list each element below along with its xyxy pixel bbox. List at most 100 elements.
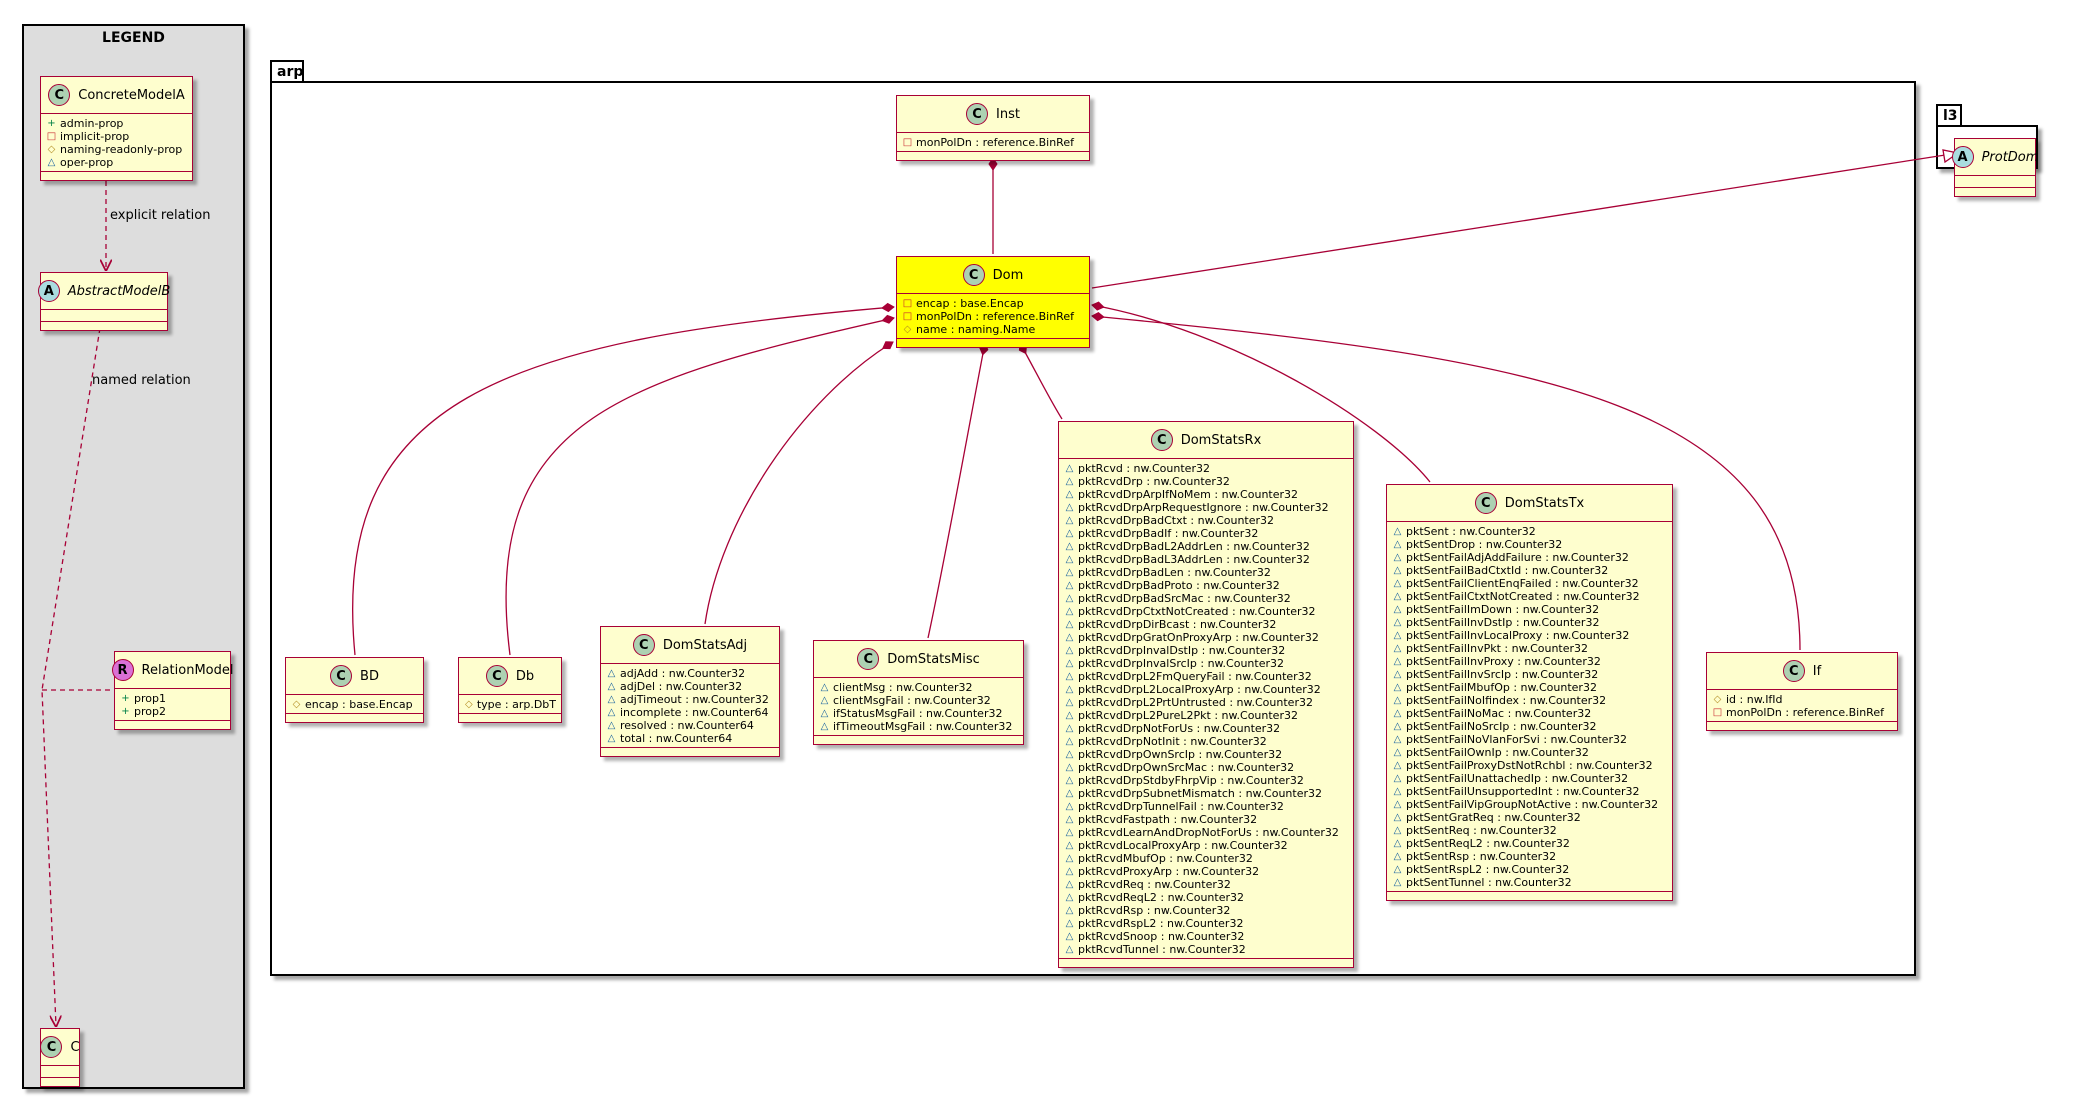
visibility-pkg-icon: △ xyxy=(607,681,616,692)
attribute-row: △pktSentFailClientEnqFailed : nw.Counter… xyxy=(1392,577,1667,590)
attribute-text: prop2 xyxy=(134,705,166,718)
visibility-pkg-icon: △ xyxy=(1065,658,1074,669)
composition-dom-domstatstx xyxy=(1091,304,1431,483)
attribute-text: pktSentFailClientEnqFailed : nw.Counter3… xyxy=(1406,577,1639,590)
class-methods xyxy=(459,714,561,722)
named-relation-edge xyxy=(41,327,101,1026)
class-methods xyxy=(897,152,1089,160)
visibility-pkg-icon: △ xyxy=(1393,838,1402,849)
attribute-text: pktRcvdTunnel : nw.Counter32 xyxy=(1078,943,1246,956)
attribute-text: pktSentFailProxyDstNotRchbl : nw.Counter… xyxy=(1406,759,1653,772)
attribute-text: pktSentRspL2 : nw.Counter32 xyxy=(1406,863,1570,876)
attribute-text: pktSentFailNoMac : nw.Counter32 xyxy=(1406,707,1592,720)
visibility-pkg-icon: △ xyxy=(1393,812,1402,823)
class-name: If xyxy=(1812,663,1822,679)
visibility-pkg-icon: △ xyxy=(1065,476,1074,487)
attribute-row: △ pktSentGratReq : nw.Counter32 xyxy=(1392,811,1667,824)
visibility-priv-icon: □ xyxy=(46,131,57,142)
class-methods xyxy=(41,1078,79,1086)
stereotype-c-icon: C xyxy=(632,634,655,656)
visibility-pkg-icon: △ xyxy=(1065,684,1074,695)
visibility-pkg-icon: △ xyxy=(1393,864,1402,875)
attribute-row: △pktSentFailInvSrcIp : nw.Counter32 xyxy=(1392,668,1667,681)
class-attributes: +prop1+prop2 xyxy=(115,689,230,721)
attribute-text: pktSentGratReq : nw.Counter32 xyxy=(1406,811,1581,824)
attribute-row: △pktRcvdDrpInvalSrcIp : nw.Counter32 xyxy=(1064,657,1348,670)
visibility-pkg-icon: △ xyxy=(1393,643,1402,654)
visibility-pkg-icon: △ xyxy=(1065,775,1074,786)
composition-dom-domstatsadj-diamond xyxy=(882,341,894,350)
attribute-text: pktSentTunnel : nw.Counter32 xyxy=(1406,876,1572,889)
attribute-text: implicit-prop xyxy=(60,130,130,143)
attribute-row: △pktRcvdDrpCtxtNotCreated : nw.Counter32 xyxy=(1064,605,1348,618)
attribute-text: monPolDn : reference.BinRef xyxy=(916,310,1074,323)
attribute-row: + prop2 xyxy=(120,705,225,718)
attribute-row: △pktSentDrop : nw.Counter32 xyxy=(1392,538,1667,551)
visibility-pkg-icon: △ xyxy=(1393,851,1402,862)
attribute-row: △pktRcvdFastpath : nw.Counter32 xyxy=(1064,813,1348,826)
visibility-prot-icon: ◇ xyxy=(465,699,473,710)
attribute-text: pktSentFailAdjAddFailure : nw.Counter32 xyxy=(1406,551,1629,564)
attribute-text: pktSentFailBadCtxtId : nw.Counter32 xyxy=(1406,564,1609,577)
visibility-pkg-icon: △ xyxy=(1065,463,1074,474)
visibility-pkg-icon: △ xyxy=(1065,892,1074,903)
attribute-row: △pktRcvdDrpL2LocalProxyArp : nw.Counter3… xyxy=(1064,683,1348,696)
attribute-text: pktSentFailUnattachedIp : nw.Counter32 xyxy=(1406,772,1629,785)
stereotype-c-icon: C xyxy=(1782,660,1805,682)
attribute-text: pktRcvdDrpArpIfNoMem : nw.Counter32 xyxy=(1078,488,1299,501)
visibility-pub-icon: + xyxy=(121,706,130,717)
class-methods xyxy=(1955,188,2035,196)
visibility-pkg-icon: △ xyxy=(1065,853,1074,864)
attribute-text: resolved : nw.Counter64 xyxy=(620,719,754,732)
composition-dom-domstatstx-diamond xyxy=(1091,301,1105,311)
attribute-row: △pktRcvdDrpTunnelFail : nw.Counter32 xyxy=(1064,800,1348,813)
visibility-pkg-icon: △ xyxy=(607,720,616,731)
attribute-text: pktSentFailInvSrcIp : nw.Counter32 xyxy=(1406,668,1599,681)
attribute-text: encap : base.Encap xyxy=(305,698,413,711)
attribute-text: pktRcvdSnoop : nw.Counter32 xyxy=(1078,930,1245,943)
attribute-text: pktSentFailInvLocalProxy : nw.Counter32 xyxy=(1406,629,1630,642)
class-attributes: +admin-prop□implicit-prop◇naming-readonl… xyxy=(41,114,192,172)
stereotype-c-icon: C xyxy=(966,103,989,125)
attribute-text: total : nw.Counter64 xyxy=(620,732,733,745)
package-tab-arp: arp xyxy=(270,60,304,82)
attribute-row: △pktRcvdDrpSubnetMismatch : nw.Counter32 xyxy=(1064,787,1348,800)
attribute-text: pktRcvdDrpArpRequestIgnore : nw.Counter3… xyxy=(1078,501,1329,514)
attribute-text: pktSentReqL2 : nw.Counter32 xyxy=(1406,837,1570,850)
visibility-pkg-icon: △ xyxy=(1065,632,1074,643)
attribute-row: △pktRcvdDrpL2PureL2Pkt : nw.Counter32 xyxy=(1064,709,1348,722)
composition-dom-domstatsrx xyxy=(1019,342,1063,420)
attribute-row: △pktRcvdDrpNotForUs : nw.Counter32 xyxy=(1064,722,1348,735)
attribute-text: pktRcvdDrpBadL2AddrLen : nw.Counter32 xyxy=(1078,540,1310,553)
visibility-pkg-icon: △ xyxy=(1393,656,1402,667)
attribute-text: pktRcvdMbufOp : nw.Counter32 xyxy=(1078,852,1253,865)
attribute-row: ◇type : arp.DbT xyxy=(464,698,556,711)
attribute-row: △pktSentFailInvDstIp : nw.Counter32 xyxy=(1392,616,1667,629)
package-tab-l3: l3 xyxy=(1936,104,1962,126)
attribute-row: △pktRcvdDrpNotInit : nw.Counter32 xyxy=(1064,735,1348,748)
attribute-row: △pktRcvdDrp : nw.Counter32 xyxy=(1064,475,1348,488)
explicit-relation-label: explicit relation xyxy=(110,208,211,223)
attribute-row: △pktSentFailUnsupportedInt : nw.Counter3… xyxy=(1392,785,1667,798)
visibility-pkg-icon: △ xyxy=(1065,515,1074,526)
